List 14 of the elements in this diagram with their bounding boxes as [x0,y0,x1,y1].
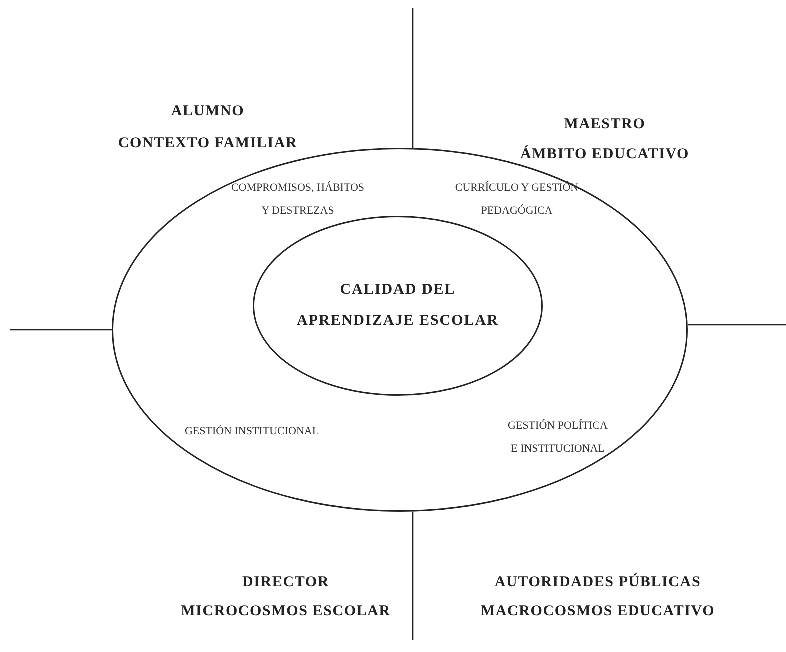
ellipse-node [253,216,543,396]
region-label: GESTIÓN INSTITUCIONAL [184,424,320,440]
quadrant-heading: MICROCOSMOS ESCOLAR [181,604,391,620]
quadrant-heading: ÁMBITO EDUCATIVO [520,146,690,164]
quadrant-heading: ALUMNO [171,104,245,120]
quadrant-heading: DIRECTOR [242,574,330,592]
quadrant-heading: MAESTRO [564,116,646,134]
quadrant-heading: CONTEXTO FAMILIAR [118,136,298,152]
quadrant-heading: AUTORIDADES PÚBLICAS [494,574,702,592]
region-label: COMPROMISOS, HÁBITOS Y DESTREZAS [230,180,366,219]
region-label: GESTIÓN POLÍTICA E INSTITUCIONAL [507,418,609,457]
center-title: CALIDAD DEL APRENDIZAJE ESCOLAR [296,281,500,331]
region-label: CURRÍCULO Y GESTIÓN PEDAGÓGICA [454,180,580,219]
quadrant-heading: MACROCOSMOS EDUCATIVO [480,604,716,620]
